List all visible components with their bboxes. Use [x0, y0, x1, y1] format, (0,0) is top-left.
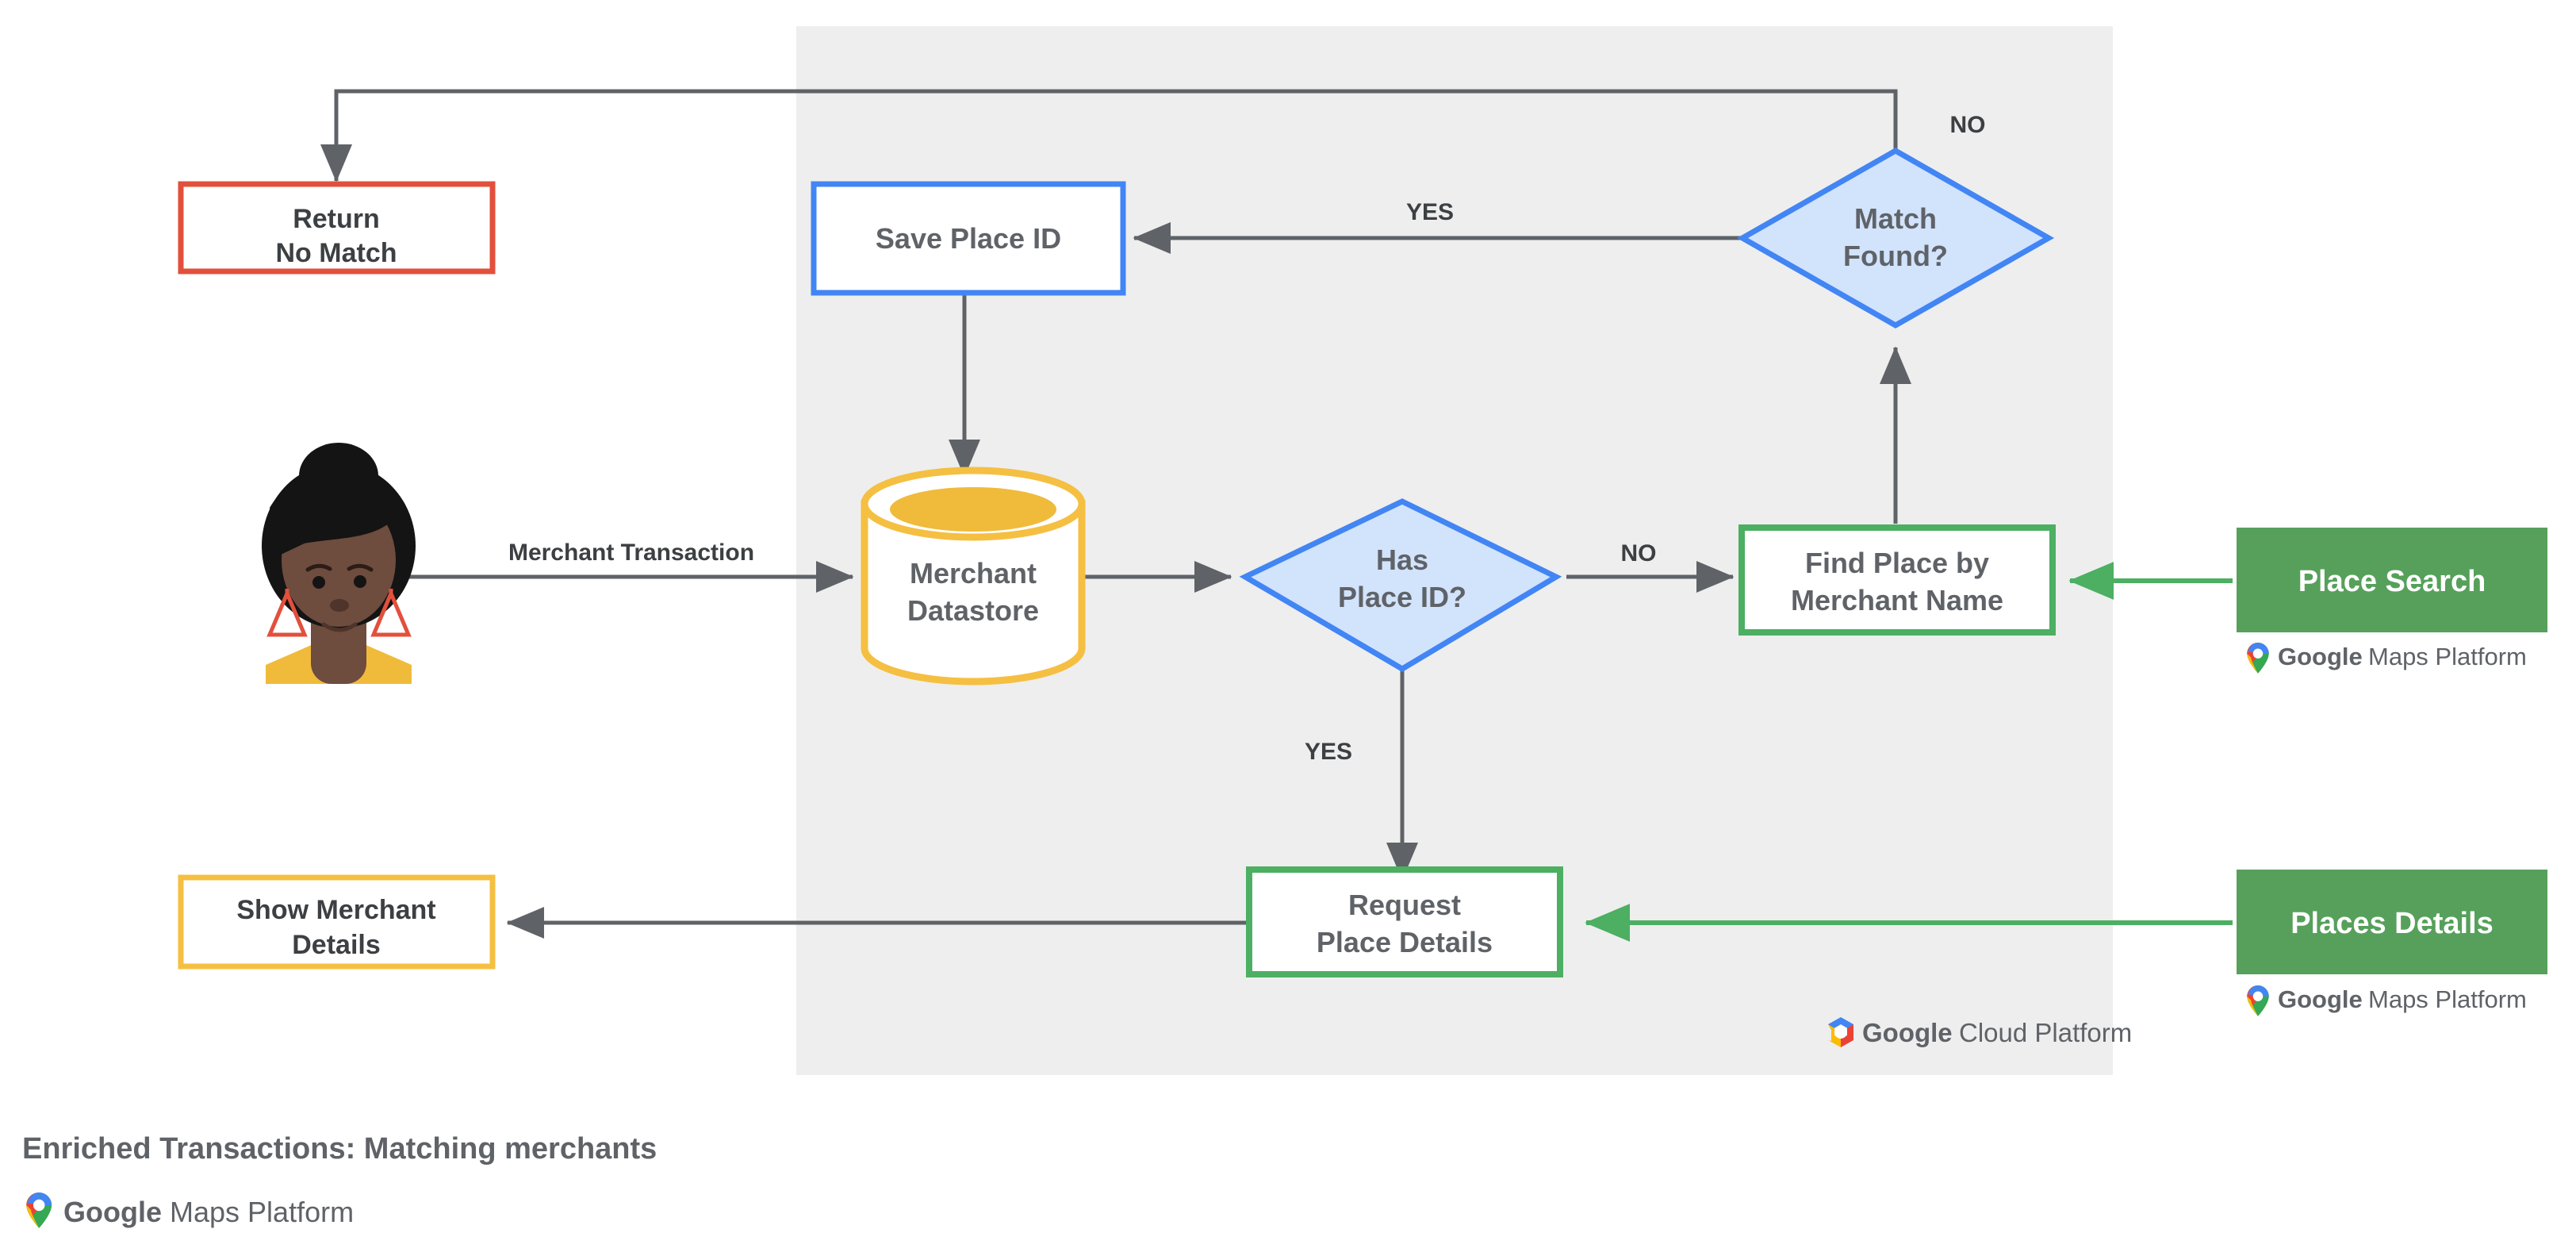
place-search-brand-google: Google [2278, 643, 2363, 670]
node-merchant-datastore[interactable]: Merchant Datastore [861, 467, 1086, 686]
place-search-brand-maps-platform: Maps Platform [2368, 643, 2527, 670]
merchant-transaction-label: Merchant Transaction [508, 540, 754, 566]
google-cloud-hexagon-icon [1828, 1017, 1853, 1047]
node-find-place-by-merchant-name[interactable]: Find Place by Merchant Name [1738, 524, 2056, 636]
node-match-found[interactable]: Match Found? [1736, 147, 2055, 329]
node-request-details-line-0: Request [1348, 889, 1461, 921]
google-maps-pin-icon [2247, 985, 2269, 1016]
places-details-brand-maps-platform: Maps Platform [2368, 985, 2527, 1013]
merchant-customer-avatar [262, 443, 416, 684]
footer-brand-badge: Google Maps Platform [26, 1192, 354, 1228]
node-return-no-match[interactable]: Return No Match [178, 181, 496, 275]
gcp-brand-cloud-platform: Cloud Platform [1959, 1018, 2132, 1047]
node-match-found-line-1: Found? [1843, 240, 1948, 272]
node-place-search-label: Place Search [2298, 565, 2486, 598]
match-found-no-label: NO [1950, 112, 1986, 138]
node-find-place-line-0: Find Place by [1805, 547, 1989, 579]
place-search-brand-badge: Google Maps Platform [2247, 643, 2527, 674]
has-place-id-no-label: NO [1621, 540, 1657, 566]
node-places-details[interactable]: Places Details [2237, 870, 2547, 974]
node-merchant-datastore-line-1: Datastore [907, 594, 1039, 627]
node-save-place-id-label: Save Place ID [876, 222, 1061, 255]
google-cloud-platform-badge: Google Cloud Platform [1828, 1017, 2132, 1047]
node-match-found-line-0: Match [1854, 202, 1937, 235]
edge-match-found-no [320, 89, 1898, 182]
node-request-place-details[interactable]: Request Place Details [1246, 866, 1563, 977]
diagram-caption: Enriched Transactions: Matching merchant… [22, 1132, 657, 1166]
node-has-place-id-line-1: Place ID? [1338, 581, 1466, 613]
node-has-place-id[interactable]: Has Place ID? [1239, 498, 1562, 673]
footer-brand-maps-platform: Maps Platform [170, 1196, 354, 1228]
node-return-no-match-line-0: Return [293, 204, 380, 234]
node-show-merchant-line-0: Show Merchant [236, 895, 435, 925]
has-place-id-yes-label: YES [1305, 739, 1352, 765]
match-found-yes-label: YES [1406, 199, 1454, 225]
node-return-no-match-line-1: No Match [276, 238, 397, 268]
node-has-place-id-line-0: Has [1376, 543, 1428, 576]
google-maps-pin-icon [2247, 643, 2269, 674]
node-places-details-label: Places Details [2290, 907, 2494, 940]
node-place-search[interactable]: Place Search [2237, 528, 2547, 632]
node-merchant-datastore-line-0: Merchant [910, 557, 1037, 590]
gcp-brand-google: Google [1862, 1018, 1953, 1047]
node-request-details-line-1: Place Details [1317, 926, 1493, 958]
node-show-merchant-line-1: Details [292, 930, 381, 960]
node-find-place-line-1: Merchant Name [1791, 584, 2003, 616]
footer-brand-google: Google [63, 1196, 162, 1228]
node-show-merchant-details[interactable]: Show Merchant Details [178, 874, 496, 970]
google-maps-pin-icon [26, 1192, 52, 1228]
node-save-place-id[interactable]: Save Place ID [811, 181, 1126, 296]
places-details-brand-badge: Google Maps Platform [2247, 985, 2527, 1016]
places-details-brand-google: Google [2278, 985, 2363, 1013]
